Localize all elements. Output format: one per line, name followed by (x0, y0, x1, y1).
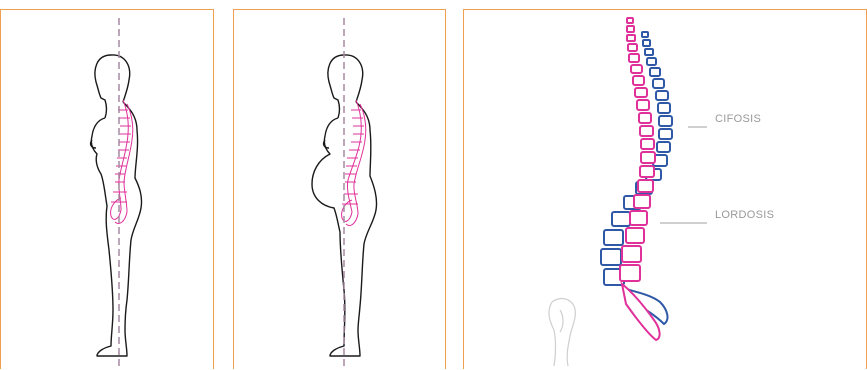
spine-pink (342, 100, 366, 226)
faint-figure (549, 299, 575, 366)
spine-pink (111, 100, 133, 224)
spine-comparison-diagram (464, 10, 867, 370)
figure-normal-posture (1, 10, 215, 370)
figure-pregnancy-posture (234, 10, 447, 370)
body-outline (91, 55, 142, 356)
panel-spine-comparison: CIFOSIS LORDOSIS (463, 9, 867, 369)
lordosis-label: LORDOSIS (715, 209, 774, 221)
panel-normal-posture (0, 9, 214, 369)
kyphosis-label: CIFOSIS (715, 113, 761, 125)
panel-pregnancy-posture (233, 9, 446, 369)
